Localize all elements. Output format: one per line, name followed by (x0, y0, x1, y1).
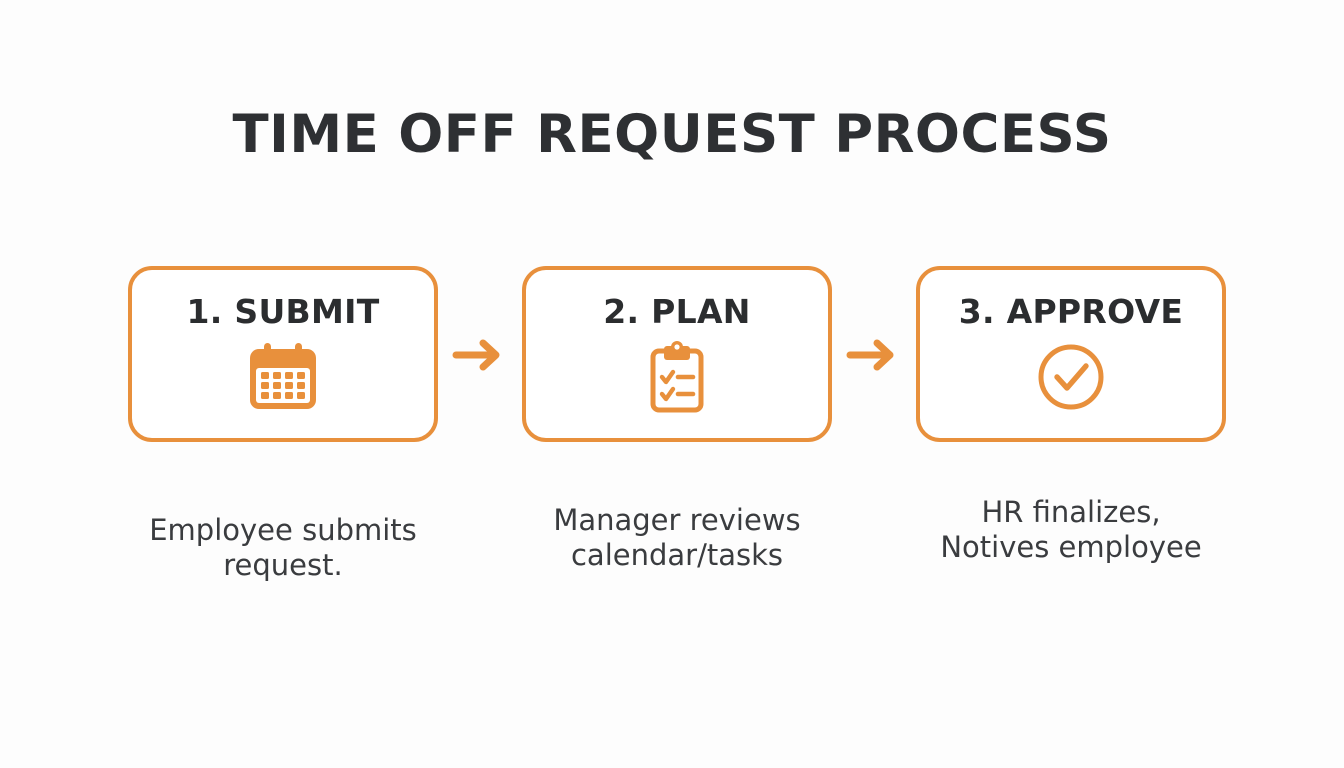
step-card-submit[interactable]: 1. SUBMIT (128, 266, 438, 442)
process-flow: 1. SUBMIT (128, 265, 1226, 443)
page-title: TIME OFF REQUEST PROCESS (232, 104, 1112, 165)
check-circle-icon (1034, 340, 1108, 414)
step-title-approve: 3. APPROVE (958, 292, 1184, 331)
arrow-right-icon (843, 333, 905, 377)
caption-plan-line1: Manager reviews (553, 503, 801, 537)
step-title-plan: 2. PLAN (603, 292, 751, 331)
step-title-submit: 1. SUBMIT (186, 292, 380, 331)
caption-plan: Manager reviews calendar/tasks (522, 495, 832, 573)
step-captions: Employee submits request. Manager review… (128, 495, 1226, 605)
caption-approve-line2: Notives employee (940, 530, 1202, 564)
caption-submit-line2: request. (223, 548, 343, 582)
calendar-icon (246, 340, 320, 414)
step-card-plan[interactable]: 2. PLAN (522, 266, 832, 442)
clipboard-checklist-icon (640, 340, 714, 414)
step-card-approve[interactable]: 3. APPROVE (916, 266, 1226, 442)
caption-plan-line2: calendar/tasks (570, 538, 784, 572)
caption-approve-line1: HR finalizes, (981, 495, 1161, 529)
caption-approve: HR finalizes, Notives employee (916, 495, 1226, 565)
caption-submit-line1: Employee submits (149, 513, 417, 547)
caption-submit: Employee submits request. (128, 495, 438, 583)
arrow-right-icon (449, 333, 511, 377)
